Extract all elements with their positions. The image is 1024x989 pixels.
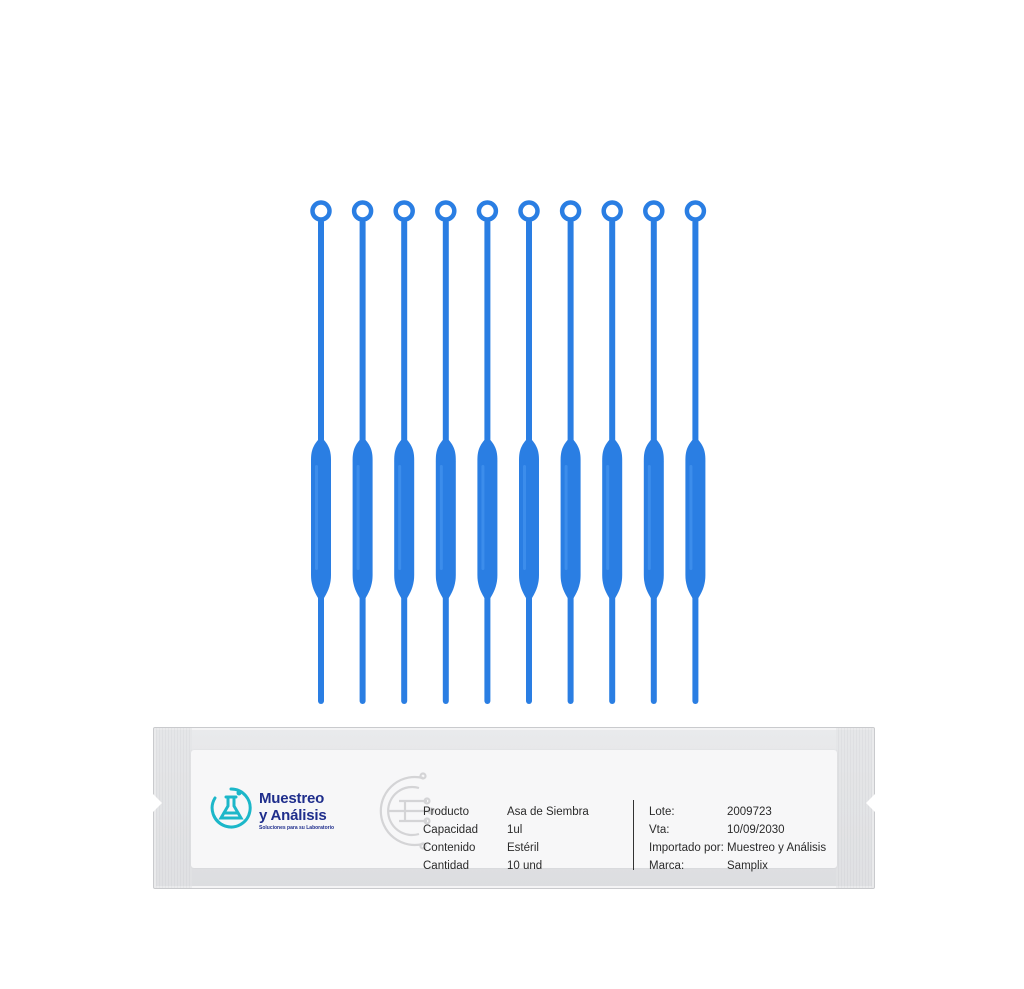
brand-name: Muestreo y Análisis Soluciones para su L… — [259, 790, 334, 832]
spec-row: Importado por:Muestreo y Análisis — [649, 839, 826, 857]
spec-value: Estéril — [507, 842, 539, 854]
tear-notch-left — [153, 794, 162, 812]
spec-value: Muestreo y Análisis — [727, 842, 827, 854]
inoculation-loop — [684, 200, 707, 704]
spec-value: 10 und — [507, 860, 543, 872]
flask-logo-icon — [210, 787, 252, 829]
product-label: Muestreo y Análisis Soluciones para su L… — [191, 750, 837, 872]
spec-key: Producto — [423, 806, 470, 818]
spec-value: Asa de Siembra — [507, 806, 589, 818]
inoculation-loop — [310, 200, 332, 704]
inoculation-loop — [393, 200, 415, 704]
spec-key: Lote: — [649, 806, 675, 818]
spec-key: Vta: — [649, 824, 670, 836]
inoculation-loop — [601, 200, 623, 704]
spec-value: 1ul — [507, 824, 523, 836]
inoculation-loop — [559, 200, 582, 704]
spec-row: Vta: 10/09/2030 — [649, 821, 826, 839]
spec-value: Samplix — [727, 860, 768, 872]
inoculation-loop — [476, 200, 499, 704]
brand-name-line1: Muestreo — [259, 790, 325, 807]
spec-row: Producto Asa de Siembra — [423, 803, 589, 821]
spec-key: Marca: — [649, 860, 685, 872]
sterile-pouch: Muestreo y Análisis Soluciones para su L… — [153, 727, 875, 889]
circuit-watermark-icon — [379, 772, 435, 850]
spec-value: 10/09/2030 — [727, 824, 785, 836]
specs-right-table: Lote: 2009723 Vta: 10/09/2030 Importado po… — [649, 803, 826, 875]
inoculation-loop — [643, 200, 665, 704]
spec-key: Cantidad — [423, 860, 470, 872]
spec-key: Contenido — [423, 842, 476, 854]
spec-value: 2009723 — [727, 806, 772, 818]
inoculation-loop — [518, 200, 540, 704]
spec-row: Contenido Estéril — [423, 839, 589, 857]
spec-row: Capacidad 1ul — [423, 821, 589, 839]
spec-key: Capacidad — [423, 824, 478, 836]
inoculation-loop — [351, 200, 374, 704]
tear-notch-right — [866, 794, 875, 812]
spec-row: Lote: 2009723 — [649, 803, 826, 821]
spec-key: Importado por: — [649, 842, 724, 854]
brand-name-line2: y Análisis — [259, 807, 327, 824]
spec-row: Cantidad 10 und — [423, 857, 589, 875]
inoculation-loop — [435, 200, 457, 704]
spec-row: Marca: Samplix — [649, 857, 826, 875]
brand-tagline: Soluciones para su Laboratorio — [259, 825, 335, 831]
specs-left-table: Producto Asa de Siembra Capacidad 1ul Cont… — [423, 803, 589, 875]
label-divider — [633, 800, 634, 870]
